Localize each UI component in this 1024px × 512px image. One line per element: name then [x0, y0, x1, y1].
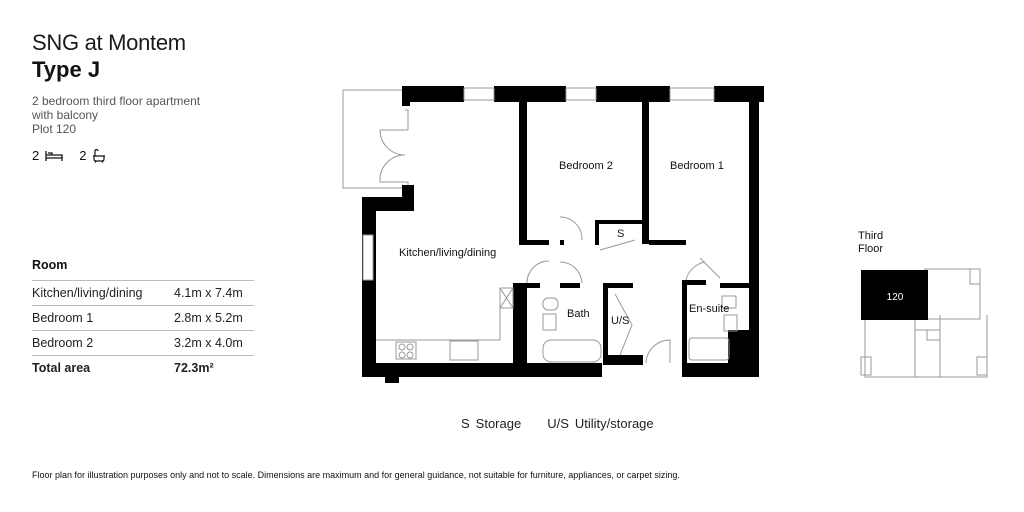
room-name: Kitchen/living/dining [32, 286, 143, 300]
apartment-type: Type J [32, 57, 101, 82]
fixtures [376, 216, 738, 364]
feature-icons: 2 2 [32, 148, 106, 163]
room-name: Bedroom 1 [32, 311, 94, 325]
floor-line2: Floor [858, 243, 884, 255]
total-area-value: 72.3m² [174, 361, 214, 375]
apartment-description: 2 bedroom third floor apartment with bal… [32, 94, 252, 136]
room-label-utility: U/S [611, 315, 630, 327]
room-label-ensuite: En-suite [689, 303, 730, 315]
room-label-storage: S [617, 228, 625, 240]
development-name: SNG at Montem [32, 30, 186, 55]
legend-key: S [461, 416, 470, 431]
keyplan-plot-number: 120 [887, 292, 904, 303]
bed-icon [45, 150, 63, 162]
room-size: 2.8m x 5.2m [174, 311, 243, 325]
total-area-label: Total area [32, 361, 91, 375]
room-size: 3.2m x 4.0m [174, 336, 243, 350]
room-label-bedroom2: Bedroom 2 [559, 160, 613, 172]
room-label-kitchen: Kitchen/living/dining [399, 247, 497, 259]
description-line2: with balcony [32, 108, 99, 122]
disclaimer: Floor plan for illustration purposes onl… [32, 470, 680, 480]
legend: S Storage U/S Utility/storage [461, 416, 654, 431]
description-line1: 2 bedroom third floor apartment [32, 94, 201, 108]
keyplan: 120 [860, 268, 988, 378]
table-header: Room [32, 256, 254, 281]
legend-key: U/S [547, 416, 569, 431]
room-label-bedroom1: Bedroom 1 [670, 160, 724, 172]
floor-plan [342, 86, 764, 383]
highlighted-plot [861, 270, 928, 320]
bedroom-count: 2 [32, 148, 40, 163]
legend-label: Storage [475, 416, 522, 431]
room-dimensions-table: Room Kitchen/living/dining 4.1m x 7.4m B… [32, 256, 254, 380]
balcony [342, 89, 409, 189]
room-label-bath: Bath [567, 308, 590, 320]
bathroom-count: 2 [79, 148, 87, 163]
windows [362, 87, 715, 281]
table-row: Bedroom 2 3.2m x 4.0m [32, 331, 254, 356]
keyplan-floor-label: Third Floor [858, 230, 883, 256]
legend-item-utility: U/S Utility/storage [547, 416, 653, 431]
total-area-row: Total area 72.3m² [32, 356, 254, 380]
room-size: 4.1m x 7.4m [174, 286, 243, 300]
legend-item-storage: S Storage [461, 416, 521, 431]
room-name: Bedroom 2 [32, 336, 94, 350]
floor-line1: Third [858, 230, 884, 242]
table-row: Bedroom 1 2.8m x 5.2m [32, 306, 254, 331]
plot-number: Plot 120 [32, 122, 77, 136]
table-row: Kitchen/living/dining 4.1m x 7.4m [32, 281, 254, 306]
legend-label: Utility/storage [574, 416, 654, 431]
bath-icon [92, 148, 106, 163]
